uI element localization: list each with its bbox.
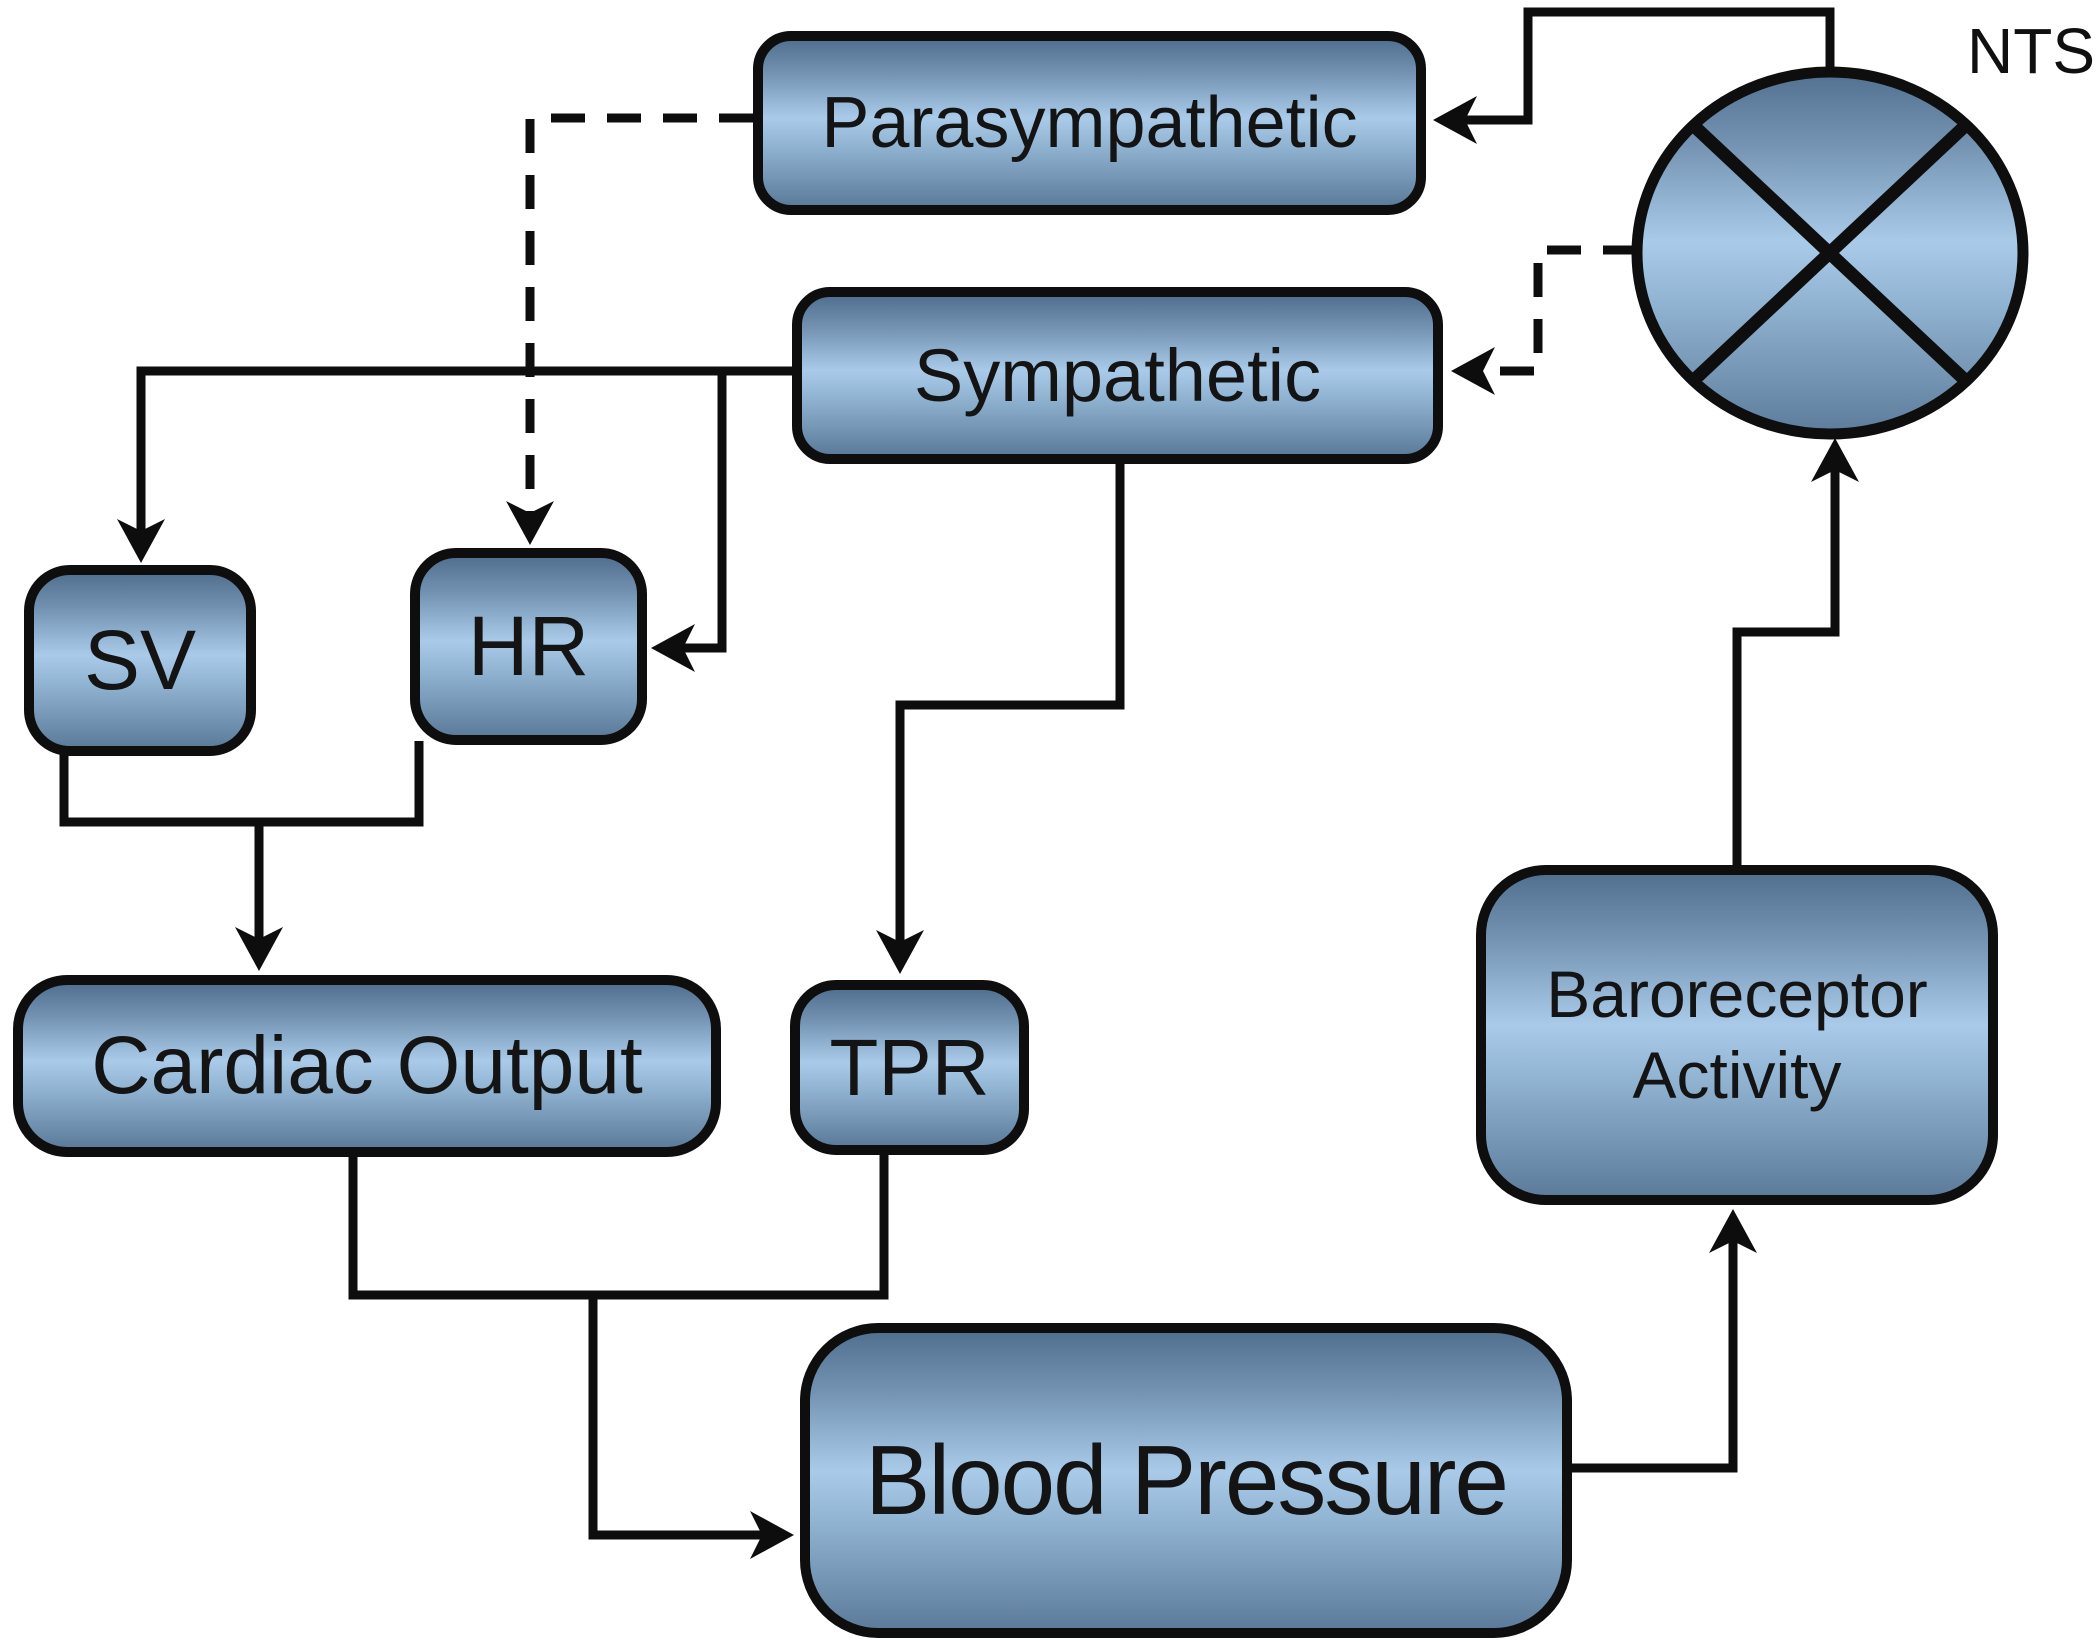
- edge-sv-hr-merge: [59, 741, 424, 827]
- node-sympathetic: Sympathetic: [792, 287, 1443, 464]
- arrowheads: [117, 96, 1859, 1559]
- edge-nts-sympathetic-dashed: [1481, 245, 1637, 376]
- edge-blood-pressure-baroreceptor: [1572, 1239, 1738, 1473]
- edge-sympathetic-hr: [681, 371, 727, 653]
- node-baroreceptor-activity: Baroreceptor Activity: [1476, 865, 1998, 1205]
- arrowhead-into-sv: [117, 519, 165, 563]
- node-sv: SV: [24, 565, 256, 756]
- edge-co-tpr-merge: [348, 1149, 889, 1300]
- arrowhead-into-nts: [1811, 438, 1859, 482]
- node-blood-pressure: Blood Pressure: [800, 1323, 1572, 1638]
- node-cardiac-output: Cardiac Output: [13, 975, 721, 1157]
- arrowhead-into-hr-right: [651, 624, 695, 672]
- edge-nts-parasympathetic: [1463, 7, 1835, 125]
- edge-sympathetic-tpr: [895, 464, 1125, 944]
- nts-label: NTS: [1967, 15, 2095, 87]
- arrowhead-into-parasympathetic: [1433, 96, 1477, 144]
- edge-parasympathetic-hr-dashed: [525, 113, 753, 515]
- node-hr: HR: [410, 548, 647, 745]
- edge-merge-blood-pressure: [588, 1295, 764, 1540]
- node-tpr: TPR: [790, 980, 1029, 1155]
- nts-crossed-circle-icon: [1631, 66, 2029, 440]
- arrowhead-into-baroreceptor: [1709, 1209, 1757, 1253]
- edge-sympathetic-sv: [136, 366, 792, 533]
- node-parasympathetic: Parasympathetic: [753, 31, 1426, 215]
- arrowhead-into-tpr: [876, 930, 924, 974]
- arrowhead-into-blood-pressure: [750, 1511, 794, 1559]
- arrowhead-into-hr-top: [506, 501, 554, 545]
- arrowhead-into-cardiac-output: [235, 927, 283, 971]
- edge-baroreceptor-nts: [1732, 468, 1840, 865]
- arrowhead-into-sympathetic: [1451, 347, 1495, 395]
